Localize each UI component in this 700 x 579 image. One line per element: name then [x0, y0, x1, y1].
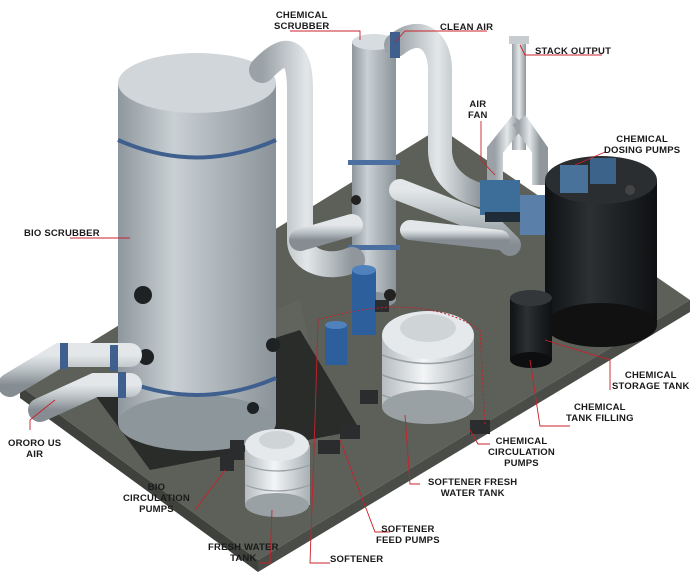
label-line: CHEMICAL [495, 436, 548, 447]
label-line: ORORO US [8, 438, 62, 449]
softener-fresh-water-tank [381, 311, 475, 424]
label-line: FEED PUMPS [376, 535, 440, 546]
label-line: BIO [147, 482, 166, 493]
label-chemical-scrubber: CHEMICAL SCRUBBER [274, 10, 329, 32]
label-clean-air: CLEAN AIR [440, 22, 494, 33]
chemical-storage-tank [545, 156, 657, 347]
label-bio-scrubber: BIO SCRUBBER [24, 228, 100, 239]
label-line: WATER TANK [440, 488, 505, 499]
bio-scrubber [117, 53, 280, 451]
stack-output [487, 36, 548, 200]
label-softener-feed-pumps: SOFTENER FEED PUMPS [376, 524, 440, 546]
odorous-air-inlet [0, 343, 142, 422]
label-air-fan: AIR FAN [468, 99, 488, 121]
label-line: AIR [469, 99, 487, 110]
label-line: SCRUBBER [274, 21, 330, 32]
label-line: PUMPS [504, 458, 539, 469]
label-line: CHEMICAL [573, 402, 626, 413]
label-line: CHEMICAL [616, 134, 669, 145]
label-line: AIR [26, 449, 44, 460]
label-line: CHEMICAL [624, 370, 677, 381]
label-odorous-air: ORORO US AIR [8, 438, 61, 460]
label-line: DOSING PUMPS [604, 145, 681, 156]
label-fresh-water-tank: FRESH WATER TANK [208, 542, 279, 564]
label-chemical-storage-tank: CHEMICAL STORAGE TANK [612, 370, 690, 392]
label-stack-output: STACK OUTPUT [535, 46, 612, 57]
label-line: FRESH WATER [208, 542, 279, 553]
label-bio-circulation-pumps: BIO CIRCULATION PUMPS [123, 482, 190, 515]
label-line: CHEMICAL [275, 10, 328, 21]
leader-lines [29, 30, 611, 564]
label-softener-fresh-water-tank: SOFTENER FRESH WATER TANK [428, 477, 517, 499]
label-chemical-tank-filling: CHEMICAL TANK FILLING [566, 402, 634, 424]
label-line: STORAGE TANK [612, 381, 690, 392]
softener [325, 265, 376, 365]
label-softener: SOFTENER [330, 554, 384, 565]
clean-air-duct [384, 23, 492, 207]
label-line: TANK FILLING [566, 413, 634, 424]
chemical-tank-filling [510, 290, 552, 368]
label-chemical-circulation-pumps: CHEMICAL CIRCULATION PUMPS [488, 436, 555, 469]
label-chemical-dosing-pumps: CHEMICAL DOSING PUMPS [604, 134, 680, 156]
label-line: FAN [468, 110, 488, 121]
fresh-water-tank [244, 429, 311, 517]
label-line: CIRCULATION [488, 447, 555, 458]
label-line: TANK [230, 553, 257, 564]
label-line: CIRCULATION [123, 493, 190, 504]
pumps [220, 300, 490, 471]
label-line: SOFTENER FRESH [428, 477, 518, 488]
label-line: SOFTENER [381, 524, 435, 535]
transfer-duct [249, 41, 365, 278]
label-line: PUMPS [139, 504, 174, 515]
